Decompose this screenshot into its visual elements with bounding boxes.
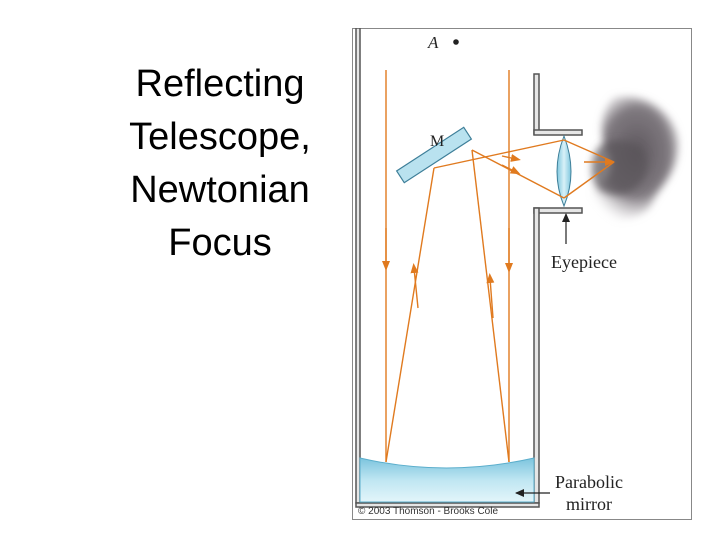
eyepiece-label: Eyepiece bbox=[551, 252, 617, 272]
ray-reflected-right bbox=[471, 149, 510, 463]
figure-frame bbox=[352, 28, 692, 520]
ray-to-eyepiece-upper bbox=[433, 139, 565, 169]
slide-title: Reflecting Telescope, Newtonian Focus bbox=[60, 58, 380, 270]
ray-arrow-up-right bbox=[486, 273, 495, 319]
ray-reflected-left bbox=[385, 167, 435, 463]
copyright-text: © 2003 Thomson - Brooks Cole bbox=[358, 506, 498, 517]
star-dot bbox=[453, 39, 459, 45]
ray-exit-lower bbox=[563, 161, 615, 199]
secondary-mirror bbox=[395, 126, 473, 184]
ray-to-eyepiece-lower bbox=[471, 149, 565, 199]
telescope-diagram-svg: A M bbox=[352, 27, 692, 520]
tube-right-wall-lower bbox=[533, 207, 540, 504]
smoky-eye-illustration bbox=[585, 96, 679, 220]
tube-right-wall-upper bbox=[533, 73, 540, 135]
title-line-2: Telescope, bbox=[129, 116, 311, 158]
title-line-1: Reflecting bbox=[135, 63, 305, 105]
tube-left-wall bbox=[355, 27, 361, 504]
title-line-4: Focus bbox=[168, 222, 272, 264]
eyepiece-flange-lower bbox=[533, 207, 583, 214]
parabolic-label-line-2: mirror bbox=[566, 494, 612, 514]
secondary-mirror-label: M bbox=[430, 133, 444, 150]
ray-arrow-right-lower bbox=[501, 164, 521, 175]
title-line-3: Newtonian bbox=[130, 169, 310, 211]
ray-arrow-right-upper bbox=[501, 154, 521, 162]
eyepiece-flange-upper bbox=[533, 129, 583, 136]
eyepiece-lens bbox=[556, 134, 572, 208]
light-rays bbox=[382, 70, 615, 463]
telescope-tube bbox=[355, 27, 583, 508]
ray-arrow-up-left bbox=[410, 263, 419, 309]
parabolic-mirror bbox=[359, 457, 535, 503]
tube-bottom bbox=[355, 502, 540, 508]
telescope-diagram: A M bbox=[352, 27, 692, 520]
parabolic-label-line-1: Parabolic bbox=[555, 472, 623, 492]
star-label: A bbox=[427, 33, 439, 52]
